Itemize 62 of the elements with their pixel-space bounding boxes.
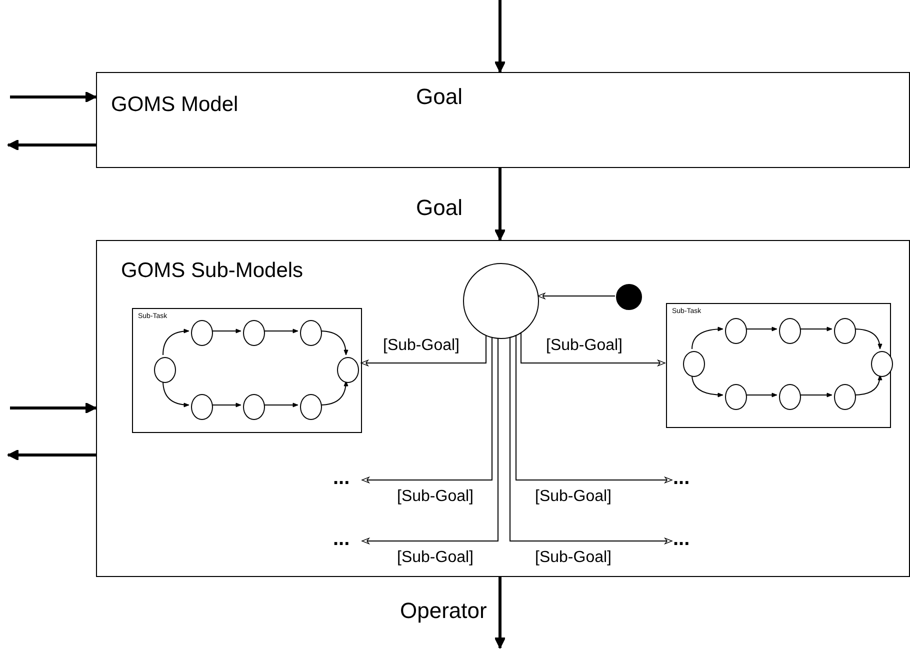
arrow [262,328,298,334]
arrow [10,402,96,414]
arrow [692,326,724,350]
start-dot [616,284,642,310]
arrow [262,402,298,408]
arrow [210,328,242,334]
state-circle [243,394,265,420]
edge-label: [Sub-Goal] [397,488,474,506]
state-circle [779,384,801,410]
arrow [360,334,486,366]
edge-label: [Sub-Goal] [546,337,622,355]
box-title: GOMS Sub-Models [121,259,304,283]
arrow [494,0,506,72]
arrow [520,331,666,366]
arrow [692,374,724,398]
state-circle [191,394,213,420]
arrow [210,402,242,408]
state-circle [871,351,893,377]
box-title: GOMS Model [111,93,238,117]
model-box [96,72,910,168]
subtask-box [132,308,362,433]
ellipsis-text: ... [673,532,703,552]
edge-label: [Sub-Goal] [383,337,460,355]
arrow [494,168,506,240]
edge-label: [Sub-Goal] [535,488,612,506]
arrow [8,140,96,150]
arrow [10,92,96,102]
edge-label: [Sub-Goal] [397,549,474,567]
arrow [362,337,498,544]
ellipsis-text: ... [333,532,363,552]
state-circle [683,351,705,377]
arrow [320,330,348,356]
state-circle [834,318,856,344]
state-circle [300,320,322,346]
state-circle [154,357,176,383]
arrow [8,450,96,460]
state-circle [191,320,213,346]
arrow [537,292,616,300]
state-circle [337,357,359,383]
state-circle [779,318,801,344]
arrow [510,336,672,544]
state-circle [725,318,747,344]
state-circle [300,394,322,420]
arrow [744,326,778,332]
arrow [854,328,882,350]
arrow [854,374,882,396]
state-circle [243,320,265,346]
arrow [744,392,778,398]
ellipsis-text: ... [333,471,363,491]
edge-label: [Sub-Goal] [535,549,612,567]
state-circle [725,384,747,410]
arrow [516,334,672,484]
arrow [162,328,190,356]
arrow [162,380,190,408]
state-circle [834,384,856,410]
arrow [362,336,492,484]
arrow [798,392,832,398]
arrow [798,326,832,332]
ellipsis-text: ... [673,471,703,491]
subtask-box [666,303,891,428]
arrow [320,380,348,406]
arrow [494,577,506,648]
